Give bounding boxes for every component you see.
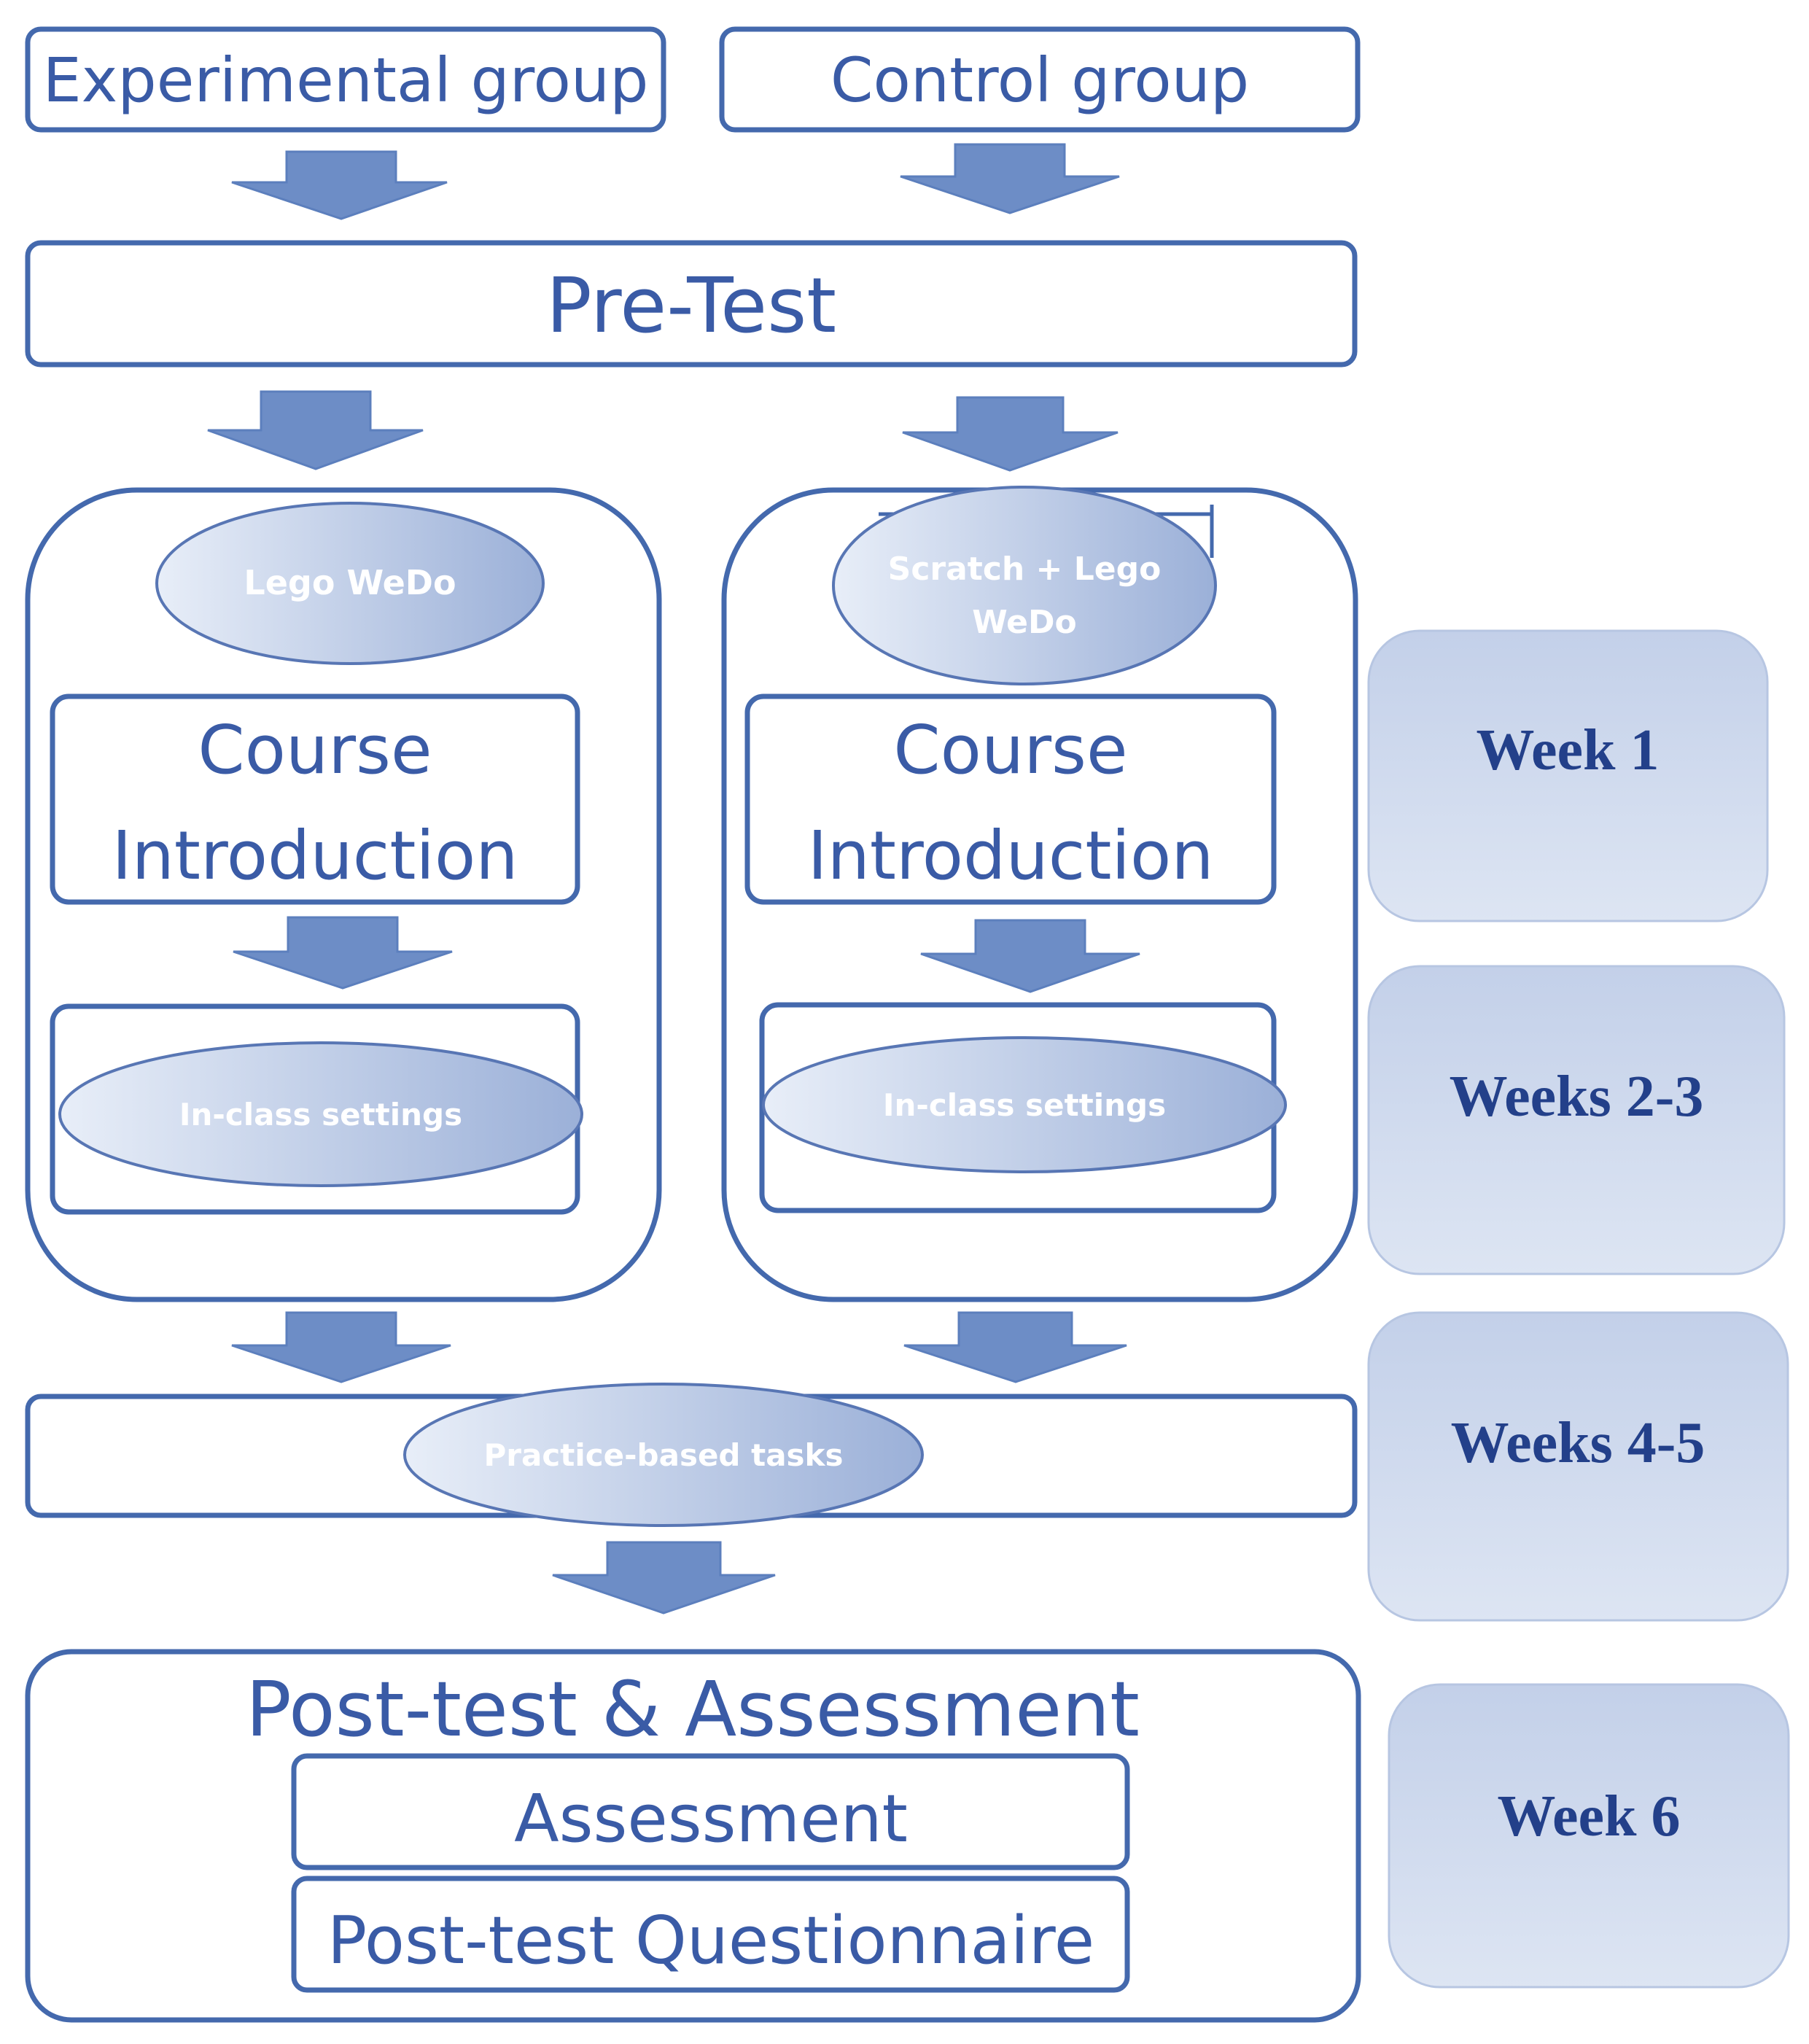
- week-6-box: Week 6: [1388, 1683, 1790, 1989]
- practice-tasks-ellipse: [403, 1383, 924, 1527]
- down-arrow-icon: [233, 916, 453, 990]
- scratch-lego-wedo-label-line1: Scratch + Lego: [888, 551, 1162, 588]
- scratch-lego-wedo-ellipse: [832, 486, 1217, 685]
- lego-wedo-ellipse: [155, 502, 545, 665]
- down-arrow-icon: [231, 1311, 451, 1383]
- experimental-group-label: Experimental group: [43, 44, 649, 116]
- down-arrow-icon: [207, 390, 424, 470]
- course-intro-line1: Course: [893, 711, 1127, 789]
- experimental-group-box: Experimental group: [25, 26, 666, 133]
- down-arrow-icon: [900, 143, 1120, 214]
- in-class-settings-ellipse: [762, 1036, 1287, 1173]
- weeks-4-5-box: Weeks 4-5: [1367, 1311, 1789, 1622]
- course-intro-line2: Introduction: [807, 817, 1213, 895]
- down-arrow-icon: [903, 1311, 1127, 1383]
- course-intro-line1: Course: [198, 711, 432, 789]
- pretest-label: Pre-Test: [546, 261, 836, 350]
- weeks-4-5-label: Weeks 4-5: [1451, 1411, 1705, 1475]
- assessment-label: Assessment: [514, 1781, 908, 1857]
- experimental-course-block: Lego WeDo Course Introduction In-class s…: [25, 487, 662, 1302]
- practice-tasks-label: Practice-based tasks: [484, 1437, 844, 1473]
- week-6-label: Week 6: [1497, 1784, 1680, 1849]
- control-group-box: Control group: [719, 26, 1361, 133]
- in-class-settings-ellipse: [58, 1041, 583, 1187]
- weeks-2-3-label: Weeks 2-3: [1450, 1065, 1704, 1129]
- down-arrow-icon: [552, 1541, 776, 1614]
- course-intro-line2: Introduction: [112, 817, 518, 895]
- week-1-box: Week 1: [1367, 629, 1769, 922]
- lego-wedo-label: Lego WeDo: [244, 563, 456, 602]
- down-arrow-icon: [920, 919, 1140, 993]
- control-course-block: Scratch + Lego WeDo Course Introduction …: [721, 486, 1358, 1302]
- practice-tasks-box: Practice-based tasks: [25, 1383, 1358, 1527]
- posttest-title: Post-test & Assessment: [246, 1665, 1140, 1754]
- pretest-box: Pre-Test: [25, 240, 1358, 368]
- down-arrow-icon: [231, 150, 448, 220]
- weeks-2-3-box: Weeks 2-3: [1367, 965, 1786, 1275]
- questionnaire-label: Post-test Questionnaire: [327, 1903, 1094, 1979]
- down-arrow-icon: [902, 396, 1119, 472]
- in-class-settings-label: In-class settings: [883, 1087, 1166, 1123]
- posttest-block: Post-test & Assessment Assessment Post-t…: [25, 1649, 1361, 2023]
- week-1-label: Week 1: [1476, 718, 1659, 782]
- in-class-settings-label: In-class settings: [179, 1097, 462, 1132]
- control-group-label: Control group: [830, 44, 1249, 116]
- scratch-lego-wedo-label-line2: WeDo: [972, 604, 1077, 641]
